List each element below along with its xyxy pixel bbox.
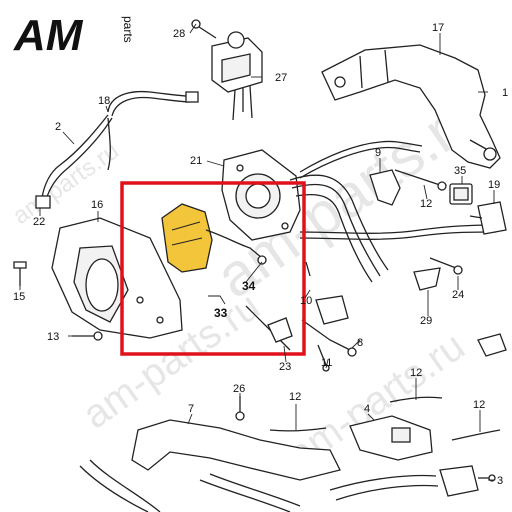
callout-3: 3 (497, 475, 503, 487)
watermark-text-3: am-parts.ru (8, 137, 124, 229)
part-35-connector (449, 183, 473, 205)
part-24-clip (429, 257, 463, 275)
callout-12-c: 12 (410, 367, 422, 379)
callout-33: 33 (214, 306, 228, 320)
callout-12-a: 12 (420, 198, 432, 210)
callout-29: 29 (420, 315, 432, 327)
callout-17: 17 (432, 22, 444, 34)
part-12-strap-right (389, 396, 501, 441)
logo-main-text: AM (13, 11, 84, 60)
part-23-cable (245, 305, 293, 351)
callout-35: 35 (454, 165, 466, 177)
callout-24: 24 (452, 289, 464, 301)
callout-10: 10 (300, 295, 312, 307)
part-2-harness (35, 90, 199, 209)
callout-28: 28 (173, 28, 185, 40)
callout-23: 23 (279, 361, 291, 373)
part-7-rail (79, 419, 341, 512)
highlighted-part (161, 203, 213, 273)
part-4-bracket (349, 415, 433, 461)
part-3-connector (439, 465, 496, 497)
am-parts-logo: AM parts (13, 11, 135, 60)
part-8-clip (301, 319, 357, 357)
part-19-connector (469, 201, 507, 235)
callout-labels: 28 27 17 1 18 2 21 9 35 19 22 16 12 15 3… (13, 22, 508, 487)
logo-sub-text: parts (121, 16, 135, 43)
cable-bundle-right (289, 140, 497, 283)
callout-12-b: 12 (289, 391, 301, 403)
part-16-panel (51, 217, 183, 339)
part-12-strap-center (269, 427, 327, 432)
part-13-screw (72, 331, 103, 341)
callout-22: 22 (33, 216, 45, 228)
callout-1: 1 (502, 87, 508, 99)
part-21-socket-housing (221, 149, 301, 241)
part-bracket-right (477, 333, 507, 357)
highlight-frame (120, 181, 306, 356)
part-10-clip (305, 261, 349, 325)
callout-26: 26 (233, 383, 245, 395)
callout-27: 27 (275, 72, 287, 84)
part-cable-lower-right (329, 474, 439, 501)
part-15-screw (13, 261, 27, 286)
callout-15: 15 (13, 291, 25, 303)
callout-12-d: 12 (473, 399, 485, 411)
part-29-clip (413, 267, 441, 291)
callout-9: 9 (375, 147, 381, 159)
part-17-bracket (321, 44, 501, 169)
part-9-clip (369, 169, 447, 206)
callout-8: 8 (357, 337, 363, 349)
callout-4: 4 (364, 403, 370, 415)
callout-7: 7 (188, 403, 194, 415)
callout-19: 19 (488, 179, 500, 191)
callout-2: 2 (55, 121, 61, 133)
callout-13: 13 (47, 331, 59, 343)
callout-21: 21 (190, 155, 202, 167)
part-27-relay-block (191, 19, 263, 121)
callout-34: 34 (242, 279, 256, 293)
part-33-socket-light-module (161, 203, 267, 273)
callout-16: 16 (91, 199, 103, 211)
callout-18: 18 (98, 95, 110, 107)
callout-leaders (19, 23, 495, 481)
callout-11: 11 (321, 357, 332, 369)
